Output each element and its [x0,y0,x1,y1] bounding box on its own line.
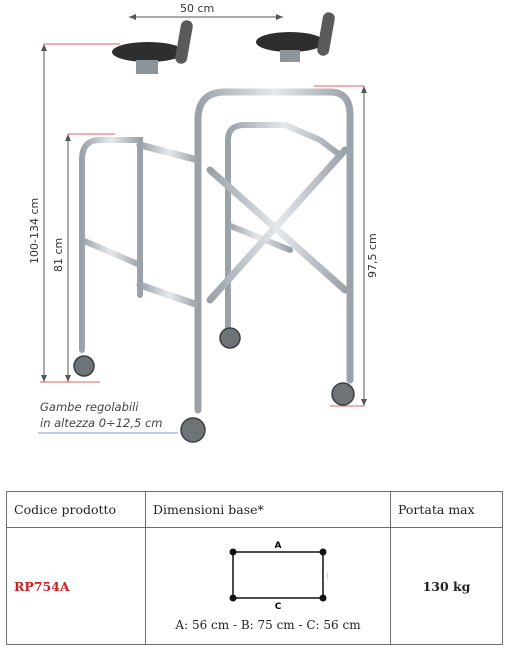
label-a: A [275,541,282,551]
width-label: 50 cm [180,2,215,15]
corner-dot [319,548,327,556]
header-max-load: Portata max [390,491,503,528]
label-b: B [327,572,328,582]
note-line-2: in altezza 0÷12,5 cm [40,416,163,430]
base-rectangle [232,551,324,599]
front-frame [136,88,354,414]
header-product-code: Codice prodotto [6,491,146,528]
walker-drawing [38,12,367,443]
product-illustration: 50 cm 100-134 cm 81 cm 97,5 cm Gambe reg… [28,2,379,443]
dimension-lines [41,14,367,406]
table-row: RP754A A C B A: 56 cm - B: 75 cm - C: 56… [6,527,503,645]
max-load-value: 130 kg [390,527,503,645]
corner-dot [229,548,237,556]
adjustable-legs-note: Gambe regolabili in altezza 0÷12,5 cm [40,399,162,431]
corner-dot [319,594,327,602]
rear-frame [79,122,343,353]
spec-table: Codice prodotto Dimensioni base* Portata… [6,491,503,645]
base-diagram: A C B [229,541,328,610]
frame-height-label: 97,5 cm [366,233,379,278]
base-height-label: 81 cm [52,237,65,272]
total-height-label: 100-134 cm [28,197,41,264]
note-line-1: Gambe regolabili [40,400,139,414]
base-dimensions-values: A: 56 cm - B: 75 cm - C: 56 cm [175,618,361,632]
header-base-dimensions: Dimensioni base* [145,491,391,528]
forearm-rest-right [256,12,335,62]
label-c: C [275,602,282,610]
forearm-rest-left [112,20,193,74]
base-dimensions-cell: A C B A: 56 cm - B: 75 cm - C: 56 cm [145,527,391,645]
table-header-row: Codice prodotto Dimensioni base* Portata… [6,491,503,528]
reference-ticks [40,43,364,407]
wheels [73,327,355,443]
product-code: RP754A [6,527,146,645]
corner-dot [229,594,237,602]
